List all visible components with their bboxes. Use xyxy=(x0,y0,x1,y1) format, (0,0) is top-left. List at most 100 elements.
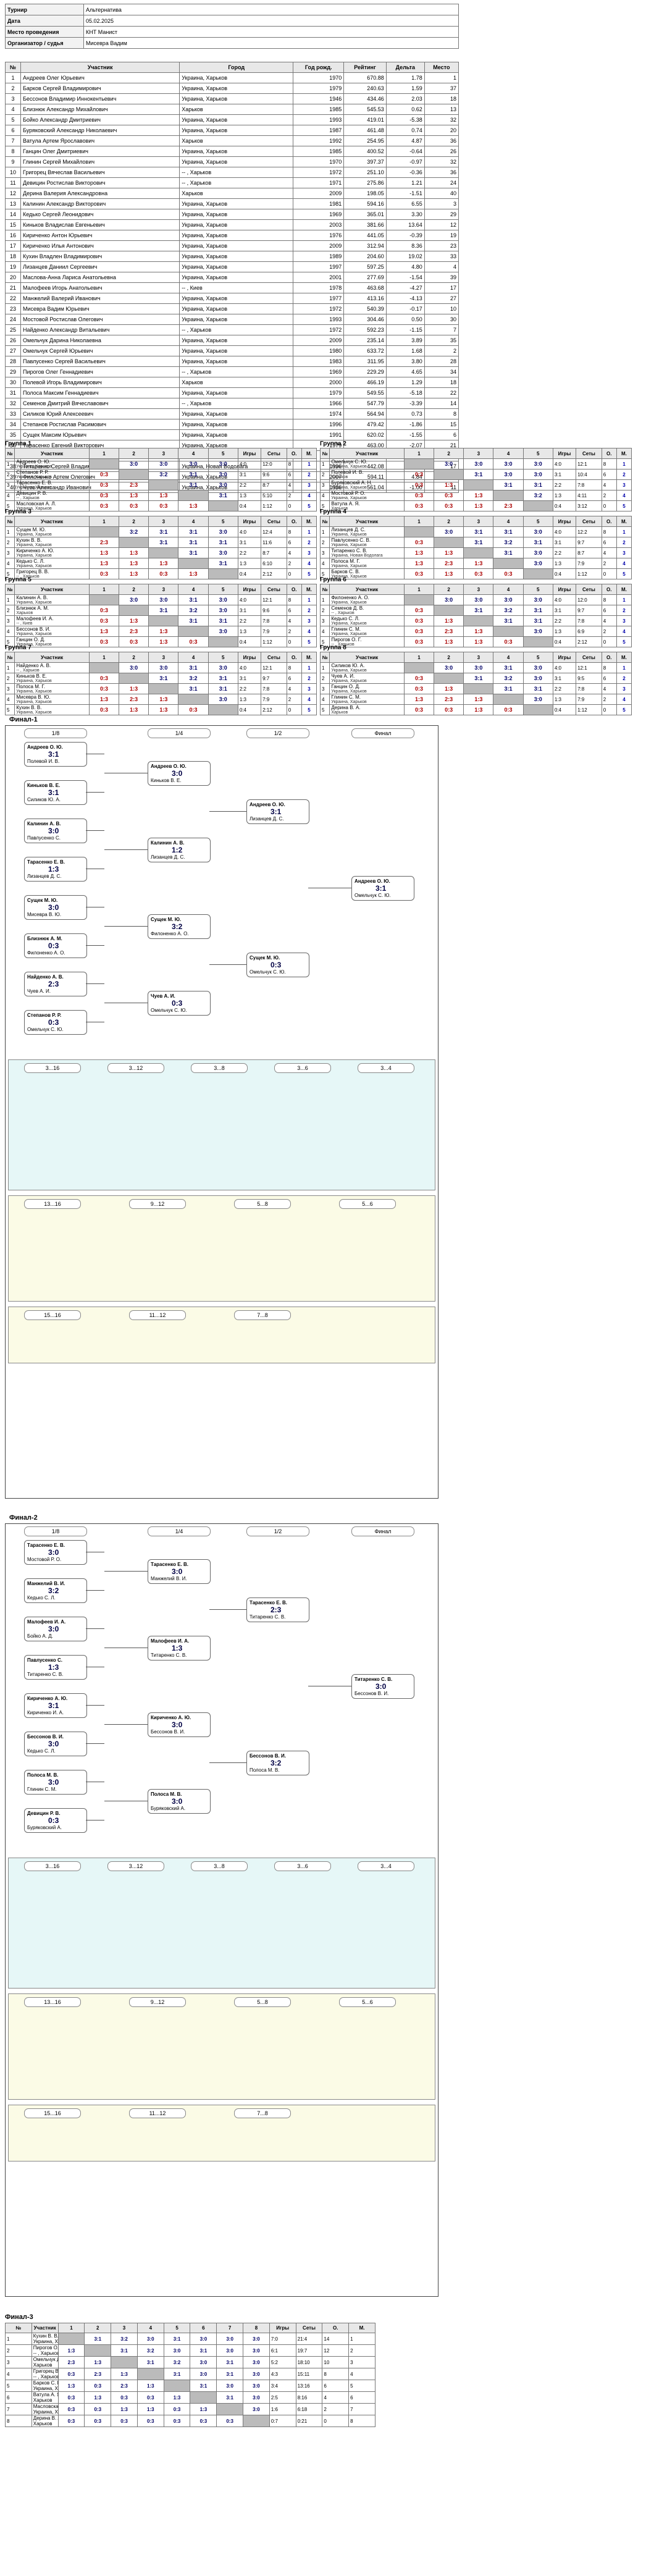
self-cell xyxy=(84,2344,112,2357)
group-place: 2 xyxy=(616,537,632,548)
self-cell xyxy=(178,694,209,705)
player-city: Украина, Новая Водолага xyxy=(331,554,383,558)
participant-cell: Лизанцев Даниил Сергеевич xyxy=(20,261,180,272)
match-score: 1:3 xyxy=(57,2380,85,2392)
player-city: Украина, Харьков xyxy=(331,496,367,500)
round-label: Финал xyxy=(351,728,414,738)
group-place: 4 xyxy=(301,694,317,705)
group-header: № xyxy=(4,516,15,527)
self-cell xyxy=(434,469,464,480)
self-cell xyxy=(208,636,238,647)
match-player-2: Кириченко И. А. xyxy=(27,1710,64,1715)
group-place: 4 xyxy=(301,626,317,637)
final-3-place: 1 xyxy=(348,2333,375,2345)
round-label: 1/4 xyxy=(148,1526,211,1536)
participant-cell: Ватула Артем Ярославович xyxy=(20,135,180,146)
match-score: 1:3 xyxy=(111,2368,138,2380)
points-total: 6 xyxy=(601,673,617,684)
bracket-line xyxy=(104,849,148,850)
final-title: Финал-2 xyxy=(9,1514,38,1522)
participant-cell: 7 xyxy=(424,324,459,335)
player-city: Украина, Харьков xyxy=(16,689,52,694)
player-name: Найденко А. В. xyxy=(16,663,51,669)
points-total: 8 xyxy=(601,662,617,673)
player-city: Украина, Харьков xyxy=(16,679,52,683)
group-header: Участник xyxy=(329,516,405,527)
player-city: Украина, Харьков xyxy=(16,564,52,568)
match-set-score: 3:0 xyxy=(48,1625,59,1633)
participant-cell: 592.23 xyxy=(343,324,387,335)
match-player-1: Андреев О. Ю. xyxy=(151,764,187,769)
group-player-cell: Филоненко А. О.Украина, Харьков xyxy=(329,594,405,605)
games-total: 4:0 xyxy=(237,458,262,469)
participant-cell: 22 xyxy=(424,387,459,398)
match-score: 1:3 xyxy=(463,626,494,637)
participant-cell: 18 xyxy=(5,251,21,262)
self-cell xyxy=(522,704,553,715)
player-city: Харьков xyxy=(16,611,33,615)
group-row-number: 3 xyxy=(4,479,15,490)
participant-cell: 27 xyxy=(424,293,459,304)
match-score: 2:3 xyxy=(84,2368,112,2380)
participant-cell: 24 xyxy=(5,314,21,325)
participant-cell: 441.05 xyxy=(343,230,387,241)
games-total: 1:3 xyxy=(552,694,577,705)
match-score: 2:3 xyxy=(434,626,464,637)
player-name: Семенов Д. В. xyxy=(331,605,364,612)
match-score: 1:3 xyxy=(84,2391,112,2404)
participant-cell: 33 xyxy=(424,251,459,262)
player-city: Украина, Харьков xyxy=(16,465,52,469)
self-cell xyxy=(88,594,120,605)
participant-cell: 12 xyxy=(424,219,459,230)
participant-cell: Кедько Сергей Леонидович xyxy=(20,209,180,220)
sets-total: 7:9 xyxy=(576,694,602,705)
participant-cell: Харьков xyxy=(179,377,294,388)
zone-label: 3...4 xyxy=(358,1861,414,1871)
participant-cell: Украина, Харьков xyxy=(179,114,294,125)
participant-cell: Украина, Харьков xyxy=(179,293,294,304)
match-score: 3:2 xyxy=(111,2333,138,2345)
match-score: 0:3 xyxy=(88,490,120,501)
participant-cell: -0.97 xyxy=(385,156,425,167)
participant-cell: 2003 xyxy=(293,219,345,230)
group-header: Участник xyxy=(14,584,90,595)
group-row-number: 1 xyxy=(4,458,15,469)
participant-cell: 13.64 xyxy=(385,219,425,230)
player-name: Тарасенко Е. В. xyxy=(16,480,52,486)
player-city: Украина, Харьков xyxy=(331,632,367,636)
sets-total: 7:9 xyxy=(576,558,602,569)
participant-cell: Украина, Харьков xyxy=(179,93,294,104)
zone-label: 3...12 xyxy=(107,1861,164,1871)
self-cell xyxy=(163,2380,191,2392)
match-score: 0:3 xyxy=(403,704,435,715)
participant-cell: Украина, Харьков xyxy=(179,198,294,209)
self-cell xyxy=(178,490,209,501)
participant-cell: 31 xyxy=(5,387,21,398)
player-city: -- , Харьков xyxy=(33,2351,59,2356)
participants-header: Место xyxy=(424,62,459,73)
participant-cell: 4.87 xyxy=(385,135,425,146)
group-header: Игры xyxy=(237,584,262,595)
match-player-1: Тарасенко Е. В. xyxy=(27,1543,65,1548)
participant-cell: Кириченко Илья Антонович xyxy=(20,240,180,251)
placing-zone xyxy=(8,1858,435,1989)
player-city: Харьков xyxy=(331,710,348,715)
match-player-1: Андреев О. Ю. xyxy=(250,802,285,807)
player-city: Украина, Харьков xyxy=(16,710,52,715)
participant-cell: 419.01 xyxy=(343,114,387,125)
group-player-cell: Кухин В. В.Украина, Харьков xyxy=(14,537,90,548)
games-total: 1:6 xyxy=(269,2403,296,2415)
player-name: Омельчук Д. Н. xyxy=(33,2357,57,2363)
participant-cell: 40 xyxy=(424,188,459,199)
bracket-line xyxy=(209,1762,246,1763)
match-score: 3:0 xyxy=(522,558,553,569)
match-score: 3:2 xyxy=(119,526,149,537)
